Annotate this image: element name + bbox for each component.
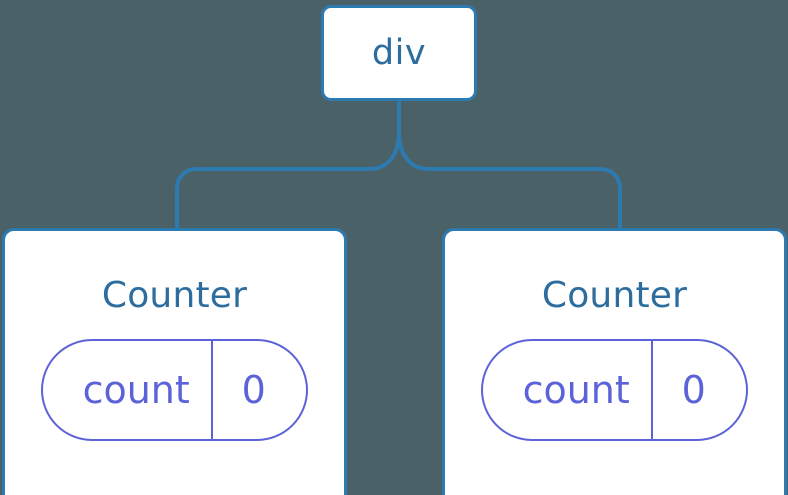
node-div-label: div [371,32,427,73]
counter-right-state-pill[interactable]: count 0 [481,339,748,441]
edge-root-to-right-child [397,99,622,234]
counter-right-state-value: 0 [681,368,706,412]
counter-left-state-value: 0 [241,368,266,412]
counter-right-title: Counter [541,275,688,316]
counter-left-title: Counter [101,275,248,316]
tree-node-div[interactable]: div [321,5,477,101]
edge-root-to-left-child [175,99,401,234]
counter-left-state-key: count [43,341,214,439]
tree-node-counter-right[interactable]: Counter count 0 [442,228,787,495]
tree-node-counter-left[interactable]: Counter count 0 [2,228,347,495]
counter-left-state-pill[interactable]: count 0 [41,339,308,441]
counter-right-state-key: count [483,341,654,439]
